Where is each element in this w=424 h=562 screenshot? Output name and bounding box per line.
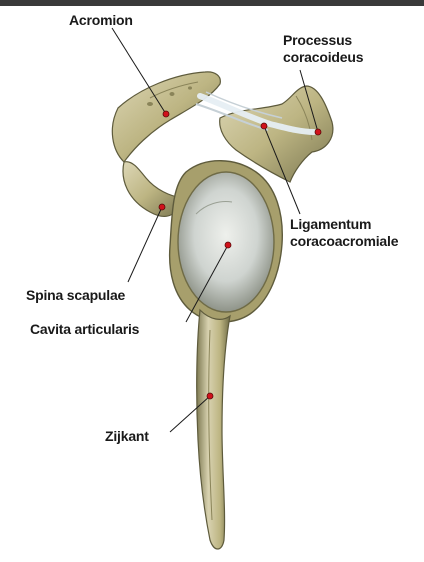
marker-spina xyxy=(159,204,165,210)
label-processus-line1: Processus xyxy=(283,32,363,49)
marker-acromion xyxy=(163,111,169,117)
label-ligamentum-line2: coracoacromiale xyxy=(290,233,398,250)
label-acromion: Acromion xyxy=(69,12,133,29)
label-ligamentum-line1: Ligamentum xyxy=(290,216,398,233)
marker-zijkant xyxy=(207,393,213,399)
label-processus-line2: coracoideus xyxy=(283,49,363,66)
label-ligamentum: Ligamentum coracoacromiale xyxy=(290,216,398,250)
label-cavita-articularis: Cavita articularis xyxy=(30,321,139,338)
marker-processus xyxy=(315,129,321,135)
label-processus-coracoideus: Processus coracoideus xyxy=(283,32,363,66)
label-spina-scapulae: Spina scapulae xyxy=(26,287,125,304)
marker-ligamentum xyxy=(261,123,267,129)
leader-spina xyxy=(128,207,162,282)
glenoid-cavity xyxy=(178,172,274,312)
label-zijkant: Zijkant xyxy=(105,428,149,445)
lateral-border xyxy=(197,310,230,549)
marker-cavita xyxy=(225,242,231,248)
